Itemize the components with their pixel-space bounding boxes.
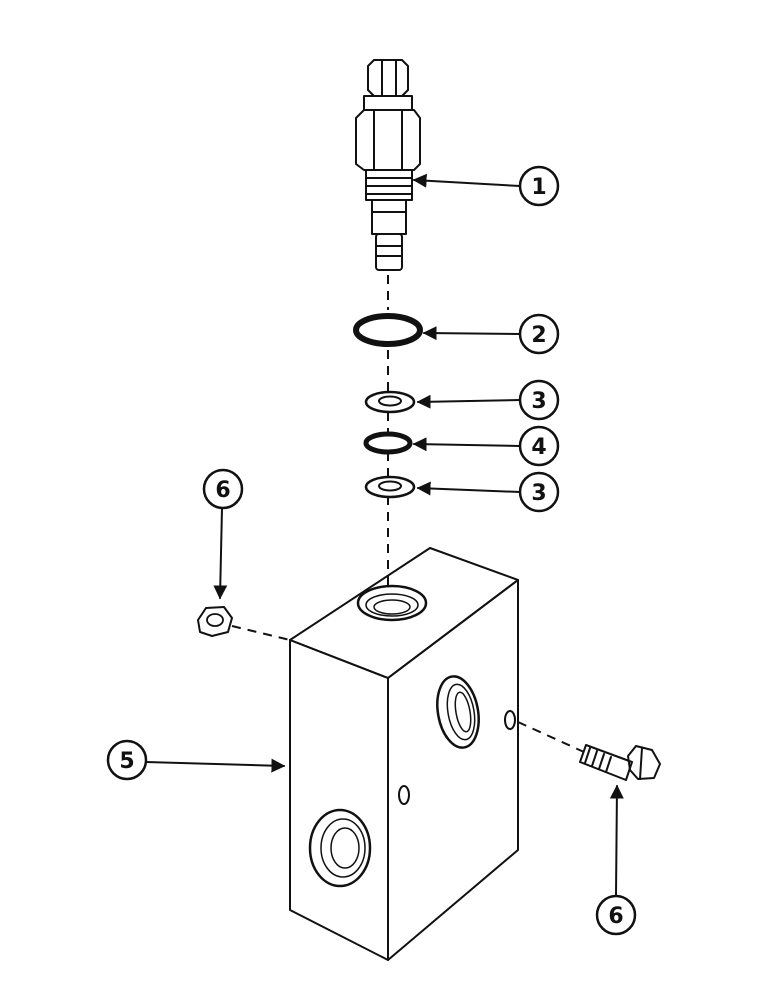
leader-3a — [416, 394, 521, 409]
leader-6b — [609, 784, 624, 897]
relief-valve-cartridge — [355, 59, 421, 271]
leader-4 — [412, 437, 521, 452]
callout-2: 2 — [518, 313, 560, 355]
callout-4-label: 4 — [531, 435, 546, 460]
callout-3-upper: 3 — [518, 379, 560, 421]
callout-4: 4 — [518, 425, 560, 467]
callout-5-label: 5 — [119, 749, 134, 774]
callout-6-upper: 6 — [202, 468, 244, 510]
callout-6-lower-label: 6 — [608, 904, 623, 929]
leader-5 — [145, 758, 286, 773]
backup-washer-upper — [364, 390, 416, 414]
cap-screw — [579, 744, 661, 781]
callout-6-upper-label: 6 — [215, 478, 230, 503]
callout-6-lower: 6 — [595, 894, 637, 936]
screw-centerline — [517, 721, 585, 753]
leader-1 — [412, 173, 521, 188]
o-ring-small — [363, 431, 413, 455]
callout-1: 1 — [518, 165, 560, 207]
hex-nut — [197, 606, 233, 637]
nut-centerline — [231, 625, 291, 641]
leader-2 — [422, 326, 521, 341]
leader-3b — [416, 481, 521, 496]
callout-5: 5 — [106, 739, 148, 781]
callout-1-label: 1 — [531, 175, 546, 200]
backup-washer-lower — [364, 475, 416, 499]
callout-3-lower: 3 — [518, 471, 560, 513]
callout-2-label: 2 — [531, 323, 546, 348]
callout-3-upper-label: 3 — [531, 389, 546, 414]
callout-3-lower-label: 3 — [531, 481, 546, 506]
o-ring-large — [353, 313, 423, 347]
valve-body-block — [289, 547, 519, 961]
leader-6a — [213, 507, 228, 600]
